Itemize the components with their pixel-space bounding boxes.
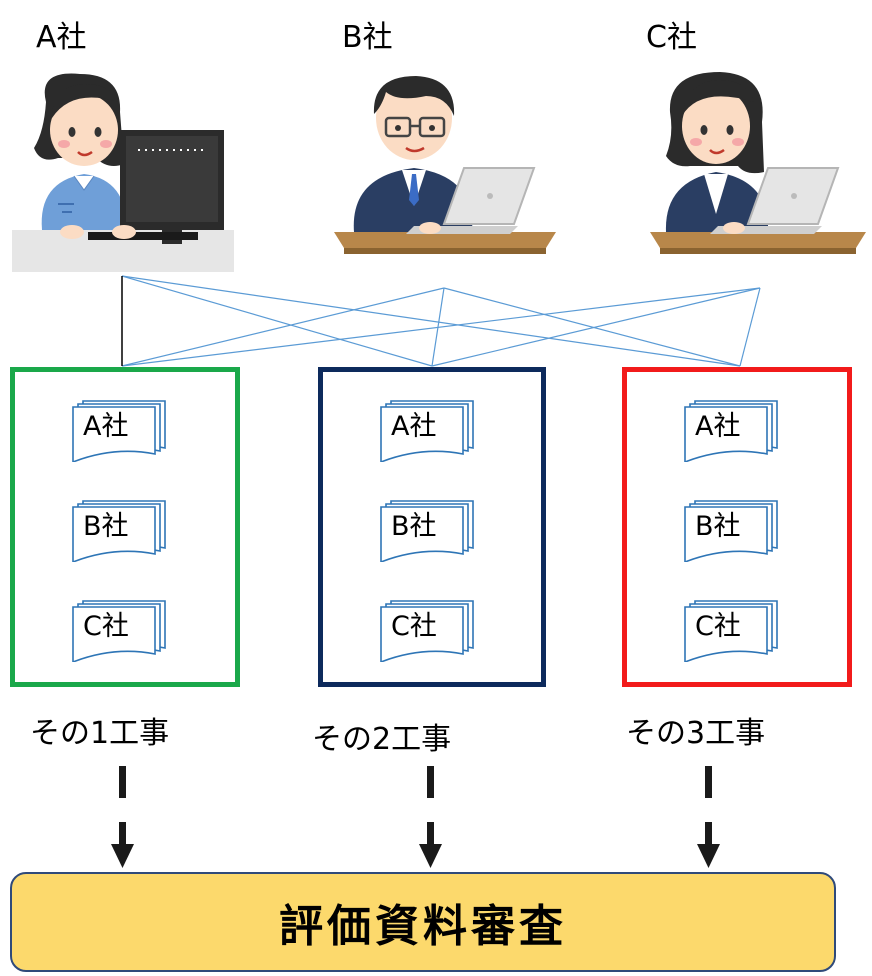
person-at-desktop-icon — [12, 72, 234, 272]
document-stack-icon: A社 — [69, 400, 169, 462]
document-stack-icon: C社 — [69, 600, 169, 662]
review-title: 評価資料審査 — [279, 901, 567, 952]
document-stack-icon: C社 — [377, 600, 477, 662]
company-label-c: C社 — [646, 20, 697, 55]
project-label-3: その3工事 — [626, 716, 766, 751]
review-box: 評価資料審査 — [10, 872, 836, 972]
document-stack-icon: A社 — [377, 400, 477, 462]
connector-c-to-project1 — [121, 287, 761, 367]
document-stack-icon: A社 — [681, 400, 781, 462]
document-stack-icon: B社 — [69, 500, 169, 562]
doc-label-c: C社 — [391, 611, 437, 642]
connector-a-to-project3 — [121, 275, 741, 367]
businesswoman-at-laptop-icon — [650, 72, 872, 262]
project-box-3: A社 B社 C社 — [622, 367, 852, 687]
connector-b-to-project3 — [443, 287, 741, 367]
businessman-at-laptop-icon — [334, 72, 564, 262]
document-stack-icon: B社 — [681, 500, 781, 562]
arrow-down-icon — [111, 766, 134, 868]
doc-label-b: B社 — [83, 511, 129, 542]
doc-label-b: B社 — [695, 511, 741, 542]
connector-b-to-project1 — [121, 287, 445, 367]
project-box-1: A社 B社 C社 — [10, 367, 240, 687]
arrow-down-icon — [419, 766, 442, 868]
company-label-a: A社 — [36, 20, 87, 55]
doc-label-a: A社 — [83, 411, 129, 442]
project-label-1: その1工事 — [30, 716, 170, 751]
doc-label-c: C社 — [695, 611, 741, 642]
connector-c-to-project3 — [739, 287, 761, 367]
arrows — [111, 766, 720, 868]
company-label-b: B社 — [342, 20, 393, 55]
connector-c-to-project2 — [431, 287, 761, 367]
connector-a-to-project2 — [121, 275, 433, 367]
doc-label-a: A社 — [695, 411, 741, 442]
arrow-down-icon — [697, 766, 720, 868]
document-stack-icon: B社 — [377, 500, 477, 562]
project-box-2: A社 B社 C社 — [318, 367, 546, 687]
doc-label-c: C社 — [83, 611, 129, 642]
project-label-2: その2工事 — [312, 722, 452, 757]
doc-label-b: B社 — [391, 511, 437, 542]
document-stack-icon: C社 — [681, 600, 781, 662]
doc-label-a: A社 — [391, 411, 437, 442]
